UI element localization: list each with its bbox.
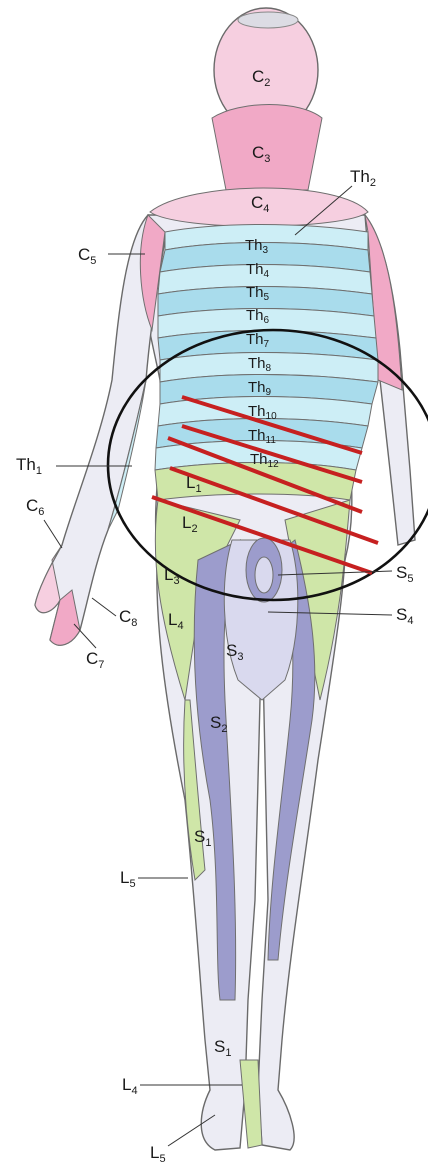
- c6-leader: [44, 520, 62, 548]
- label-l5-foot: L5: [150, 1143, 166, 1165]
- label-l5-leg: L5: [120, 868, 136, 890]
- label-c6: C6: [26, 496, 44, 518]
- head-top-shade: [238, 12, 298, 28]
- c8-leader: [92, 598, 116, 616]
- label-s4: S4: [396, 605, 413, 627]
- label-s5: S5: [396, 563, 413, 585]
- label-c5: C5: [78, 245, 96, 267]
- label-th1: Th1: [16, 455, 42, 477]
- label-c7: C7: [86, 649, 104, 671]
- label-l4-foot: L4: [122, 1075, 138, 1097]
- label-th2: Th2: [350, 167, 376, 189]
- s5-core: [255, 557, 273, 593]
- c3-region: [212, 105, 322, 191]
- c7-leader: [74, 624, 96, 648]
- label-c8: C8: [119, 607, 137, 629]
